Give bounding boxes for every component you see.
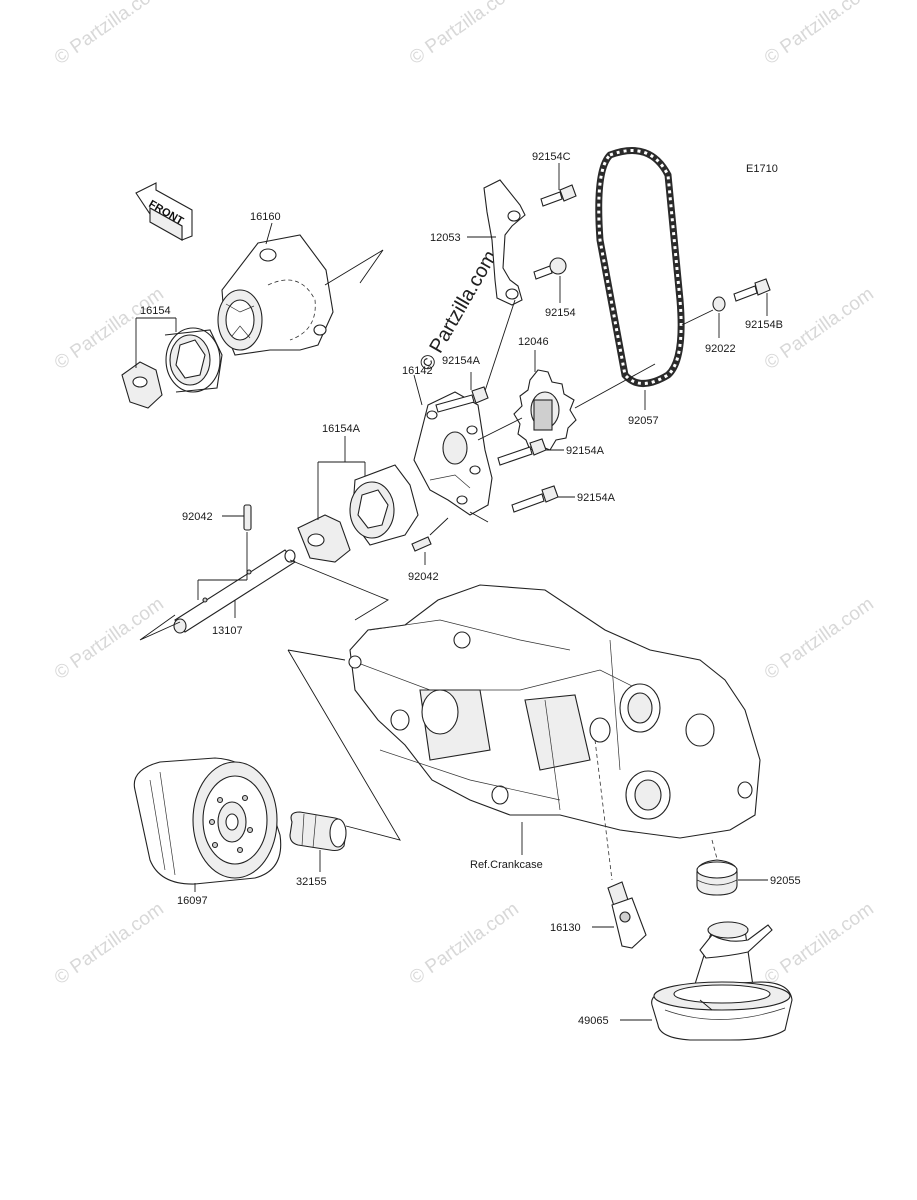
label-32155: 32155 [296, 876, 327, 888]
label-49065: 49065 [578, 1015, 609, 1027]
label-16142: 16142 [402, 365, 433, 377]
bolt-92154A-2 [497, 438, 547, 466]
watermark: © Partzilla.com [406, 0, 523, 69]
part-49065-strainer [651, 921, 793, 1041]
label-16154: 16154 [140, 305, 171, 317]
diagram-code: E1710 [746, 163, 778, 175]
part-12053-guide [483, 179, 526, 306]
label-92154C: 92154C [532, 151, 571, 163]
watermark: © Partzilla.com [761, 593, 878, 684]
label-92042-mid: 92042 [408, 571, 439, 583]
bolt-92154C [540, 184, 577, 207]
label-16154A: 16154A [322, 423, 361, 435]
part-crankcase-ref [348, 584, 761, 839]
part-16154A-rotor [297, 464, 419, 563]
label-92154A-2: 92154A [566, 445, 605, 457]
bolt-92154B [733, 278, 771, 302]
label-ref-crankcase: Ref.Crankcase [470, 859, 543, 871]
part-13107-shaft [173, 549, 296, 634]
watermark: © Partzilla.com [406, 898, 523, 989]
label-92154B: 92154B [745, 319, 783, 331]
label-92055: 92055 [770, 875, 801, 887]
part-16160-housing [217, 234, 384, 356]
label-16097: 16097 [177, 895, 208, 907]
part-12046-sprocket [513, 369, 577, 451]
dowel-pin-92042-mid [411, 536, 432, 552]
watermark: © Partzilla.com [761, 0, 878, 69]
watermark: © Partzilla.com [51, 283, 168, 374]
part-16130-switch [607, 881, 647, 949]
label-13107: 13107 [212, 625, 243, 637]
label-92022: 92022 [705, 343, 736, 355]
watermark: © Partzilla.com [51, 593, 168, 684]
label-92154: 92154 [545, 307, 576, 319]
bolt-92154A-3 [511, 485, 559, 513]
label-92057: 92057 [628, 415, 659, 427]
washer-92022 [712, 296, 726, 312]
label-92042-top: 92042 [182, 511, 213, 523]
dowel-pin-92042-top [243, 504, 252, 531]
bolt-92154 [533, 257, 567, 280]
label-12046: 12046 [518, 336, 549, 348]
label-12053: 12053 [430, 232, 461, 244]
watermark: © Partzilla.com [761, 898, 878, 989]
part-16142-cover [413, 391, 493, 516]
label-92154A-1: 92154A [442, 355, 481, 367]
part-16154-rotor [121, 327, 223, 409]
watermark: © Partzilla.com [51, 0, 168, 69]
front-arrow-icon: FRONT [135, 182, 193, 241]
part-32155-pipe [289, 811, 347, 852]
label-92154A-3: 92154A [577, 492, 616, 504]
bolt-92154A-1 [435, 386, 489, 413]
part-16097-oil-filter [133, 757, 282, 885]
label-16160: 16160 [250, 211, 281, 223]
watermark: © Partzilla.com [51, 898, 168, 989]
label-16130: 16130 [550, 922, 581, 934]
part-92057-chain [595, 147, 685, 387]
part-92055-fitting [696, 859, 738, 896]
